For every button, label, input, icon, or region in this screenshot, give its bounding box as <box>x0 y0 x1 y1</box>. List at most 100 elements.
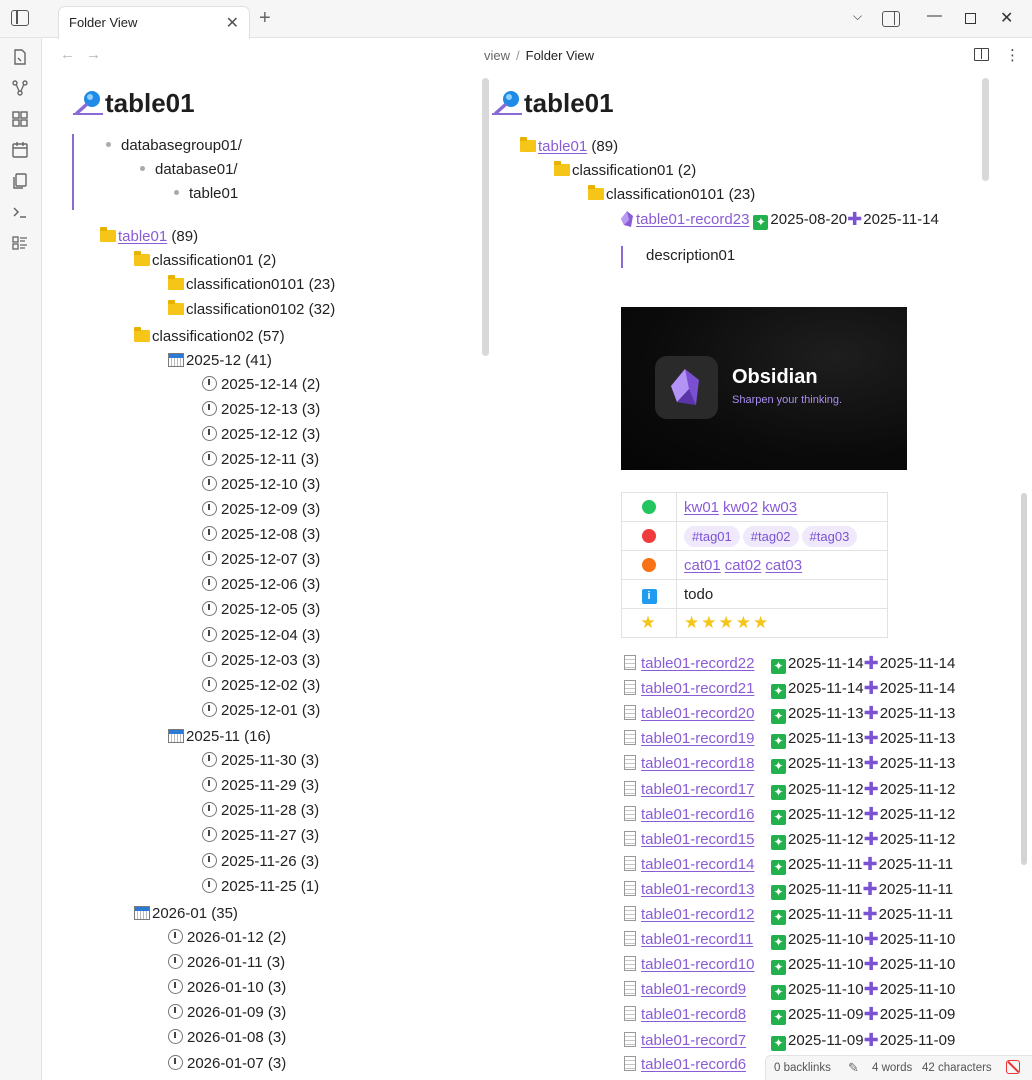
category-link[interactable]: cat01 <box>684 556 721 574</box>
tree-item[interactable]: 2025-11-27 (3) <box>202 826 319 846</box>
tree-item[interactable]: 2025-12-07 (3) <box>202 550 320 570</box>
tag-pill[interactable]: #tag03 <box>801 525 858 547</box>
right-tree-item[interactable]: table01 (89) <box>520 137 618 157</box>
tree-item[interactable]: 2026-01-07 (3) <box>168 1054 286 1074</box>
right-pane-scrollbar[interactable] <box>982 78 989 181</box>
tree-item[interactable]: classification01 (2) <box>134 251 276 271</box>
tree-item[interactable]: 2025-12-14 (2) <box>202 375 320 395</box>
record-link[interactable]: table01-record18 <box>641 755 755 773</box>
tree-item[interactable]: 2025-12-13 (3) <box>202 400 320 420</box>
tree-item[interactable]: 2025-11 (16) <box>168 727 271 747</box>
left-heading: table01 <box>73 88 195 119</box>
path-item-label: table01 <box>189 185 239 202</box>
category-link[interactable]: cat03 <box>765 556 803 574</box>
tree-item[interactable]: 2025-12 (41) <box>168 351 272 371</box>
tree-item[interactable]: 2025-12-04 (3) <box>202 626 320 646</box>
tree-item-label[interactable]: table01 <box>118 228 168 245</box>
record-link[interactable]: table01-record13 <box>641 880 755 898</box>
window-scrollbar[interactable] <box>1021 493 1027 865</box>
tab-folder-view[interactable]: Folder View ✕ <box>58 6 250 39</box>
right-tree-item[interactable]: classification0101 (23) <box>588 185 755 205</box>
tree-item[interactable]: 2025-12-02 (3) <box>202 676 320 696</box>
record-link[interactable]: table01-record9 <box>641 981 747 999</box>
modified-date-icon: ✚ <box>862 904 878 924</box>
bases-icon[interactable] <box>11 234 29 252</box>
tree-item[interactable]: 2025-11-26 (3) <box>202 852 319 872</box>
record-link[interactable]: table01-record16 <box>641 805 755 823</box>
right-tree-item[interactable]: classification01 (2) <box>554 161 696 181</box>
sync-disabled-icon[interactable] <box>1006 1060 1020 1074</box>
maximize-icon[interactable] <box>965 13 976 24</box>
sidebar-toggle-icon[interactable] <box>11 10 29 26</box>
tree-item[interactable]: 2025-11-25 (1) <box>202 877 319 897</box>
record-link[interactable]: table01-record12 <box>641 906 755 923</box>
record-link[interactable]: table01-record7 <box>641 1031 747 1049</box>
open-quick-switcher-icon[interactable] <box>11 48 29 66</box>
tree-item[interactable]: 2025-11-30 (3) <box>202 751 319 771</box>
tree-item[interactable]: 2025-12-05 (3) <box>202 600 320 620</box>
daily-note-icon[interactable] <box>11 141 29 159</box>
tree-item[interactable]: table01 (89) <box>100 227 198 247</box>
record-link[interactable]: table01-record10 <box>641 956 755 974</box>
tree-item[interactable]: 2026-01-08 (3) <box>168 1028 286 1048</box>
tree-item[interactable]: classification02 (57) <box>134 327 285 347</box>
canvas-icon[interactable] <box>11 110 29 128</box>
tag-pill[interactable]: #tag01 <box>684 525 740 547</box>
reading-view-icon[interactable] <box>974 48 989 61</box>
tree-item[interactable]: 2025-11-28 (3) <box>202 801 319 821</box>
tag-pill[interactable]: #tag02 <box>742 525 799 547</box>
backlinks-count[interactable]: 0 backlinks <box>774 1062 831 1074</box>
category-link[interactable]: cat02 <box>724 556 762 574</box>
minimize-icon[interactable]: — <box>927 7 942 24</box>
record-link[interactable]: table01-record6 <box>641 1055 747 1073</box>
new-tab-icon[interactable]: + <box>259 7 271 29</box>
breadcrumb-current[interactable]: Folder View <box>525 48 595 63</box>
record-link[interactable]: table01-record14 <box>641 855 755 873</box>
featured-record-link[interactable]: table01-record23 <box>636 211 750 228</box>
tree-item[interactable]: 2025-11-29 (3) <box>202 776 319 796</box>
edit-mode-icon[interactable]: ✎ <box>848 1060 859 1075</box>
record-link[interactable]: table01-record8 <box>641 1006 747 1024</box>
nav-back-icon[interactable]: ← <box>60 46 75 63</box>
record-link[interactable]: table01-record17 <box>641 780 755 798</box>
tree-item[interactable]: 2025-12-11 (3) <box>202 450 319 470</box>
tree-item[interactable]: classification0102 (32) <box>168 300 335 320</box>
tree-item[interactable]: 2025-12-03 (3) <box>202 651 320 671</box>
tree-item[interactable]: 2025-12-09 (3) <box>202 500 320 520</box>
keyword-link[interactable]: kw01 <box>684 498 720 516</box>
right-sidebar-toggle-icon[interactable] <box>882 11 900 27</box>
tree-item[interactable]: 2025-12-08 (3) <box>202 525 320 545</box>
tree-item[interactable]: 2025-12-06 (3) <box>202 575 320 595</box>
more-options-icon[interactable]: ⋮ <box>1005 47 1020 64</box>
record-link[interactable]: table01-record21 <box>641 680 755 698</box>
record-link[interactable]: table01-record15 <box>641 830 755 848</box>
record-link[interactable]: table01-record19 <box>641 730 755 748</box>
tree-item-count: (35) <box>211 905 238 922</box>
tree-item[interactable]: 2026-01-11 (3) <box>168 953 285 973</box>
tab-list-chevron-icon[interactable]: ⌵ <box>853 9 863 23</box>
record-link[interactable]: table01-record22 <box>641 655 755 672</box>
tree-item[interactable]: 2026-01-10 (3) <box>168 978 286 998</box>
tree-item[interactable]: 2025-12-10 (3) <box>202 475 320 495</box>
featured-record-row: table01-record23✦2025-08-20✚2025-11-14 <box>621 209 939 230</box>
tree-item[interactable]: classification0101 (23) <box>168 275 335 295</box>
command-palette-icon[interactable] <box>11 203 29 221</box>
templates-icon[interactable] <box>11 172 29 190</box>
tree-item[interactable]: 2026-01-09 (3) <box>168 1003 286 1023</box>
rating-star-icon: ★ <box>684 613 700 632</box>
window-close-icon[interactable]: ✕ <box>1000 10 1014 27</box>
breadcrumb-parent[interactable]: view <box>484 48 511 63</box>
tab-close-icon[interactable]: ✕ <box>225 15 239 32</box>
keyword-link[interactable]: kw03 <box>762 498 798 516</box>
keyword-link[interactable]: kw02 <box>723 498 759 516</box>
tree-item[interactable]: 2025-12-12 (3) <box>202 425 320 445</box>
nav-forward-icon[interactable]: → <box>86 46 101 63</box>
left-pane-scrollbar[interactable] <box>482 78 489 356</box>
record-link[interactable]: table01-record20 <box>641 705 755 723</box>
tree-item-label[interactable]: table01 <box>538 138 588 155</box>
tree-item[interactable]: 2025-12-01 (3) <box>202 701 320 721</box>
record-link[interactable]: table01-record11 <box>641 931 754 949</box>
tree-item[interactable]: 2026-01-12 (2) <box>168 928 286 948</box>
tree-item[interactable]: 2026-01 (35) <box>134 904 238 924</box>
graph-view-icon[interactable] <box>11 79 29 97</box>
